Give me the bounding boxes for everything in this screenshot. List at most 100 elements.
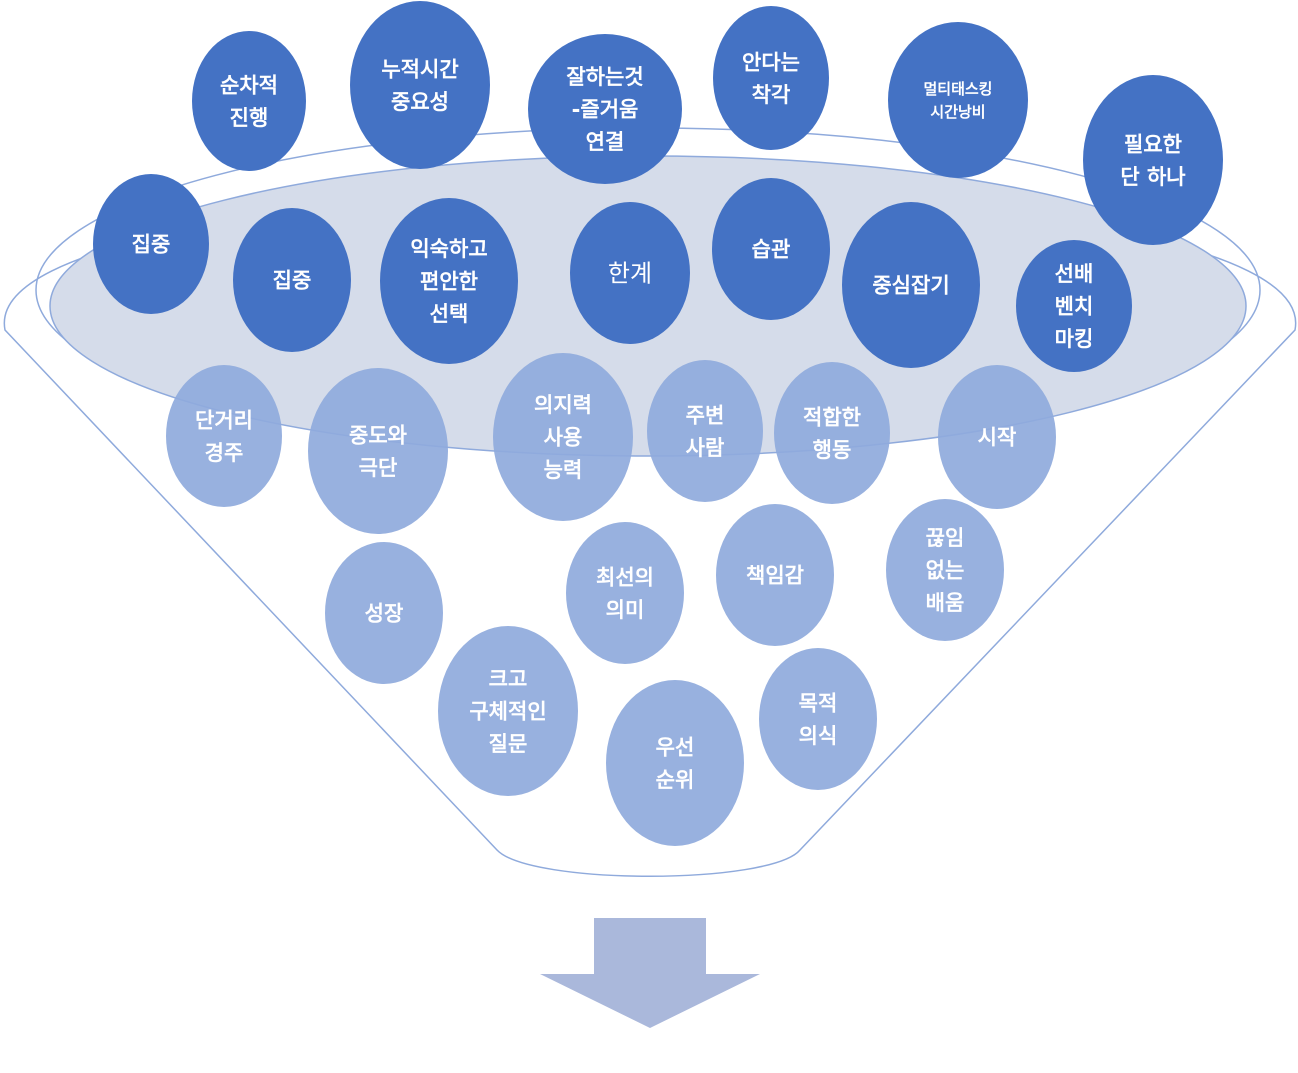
bubble-label: 없는 [926,559,965,583]
bubble-shape [1083,75,1223,245]
bubble-label: -즐거움 [572,98,639,122]
bubble-shape [325,542,443,684]
bubble-label: 진행 [230,106,269,130]
bubble-label: 마킹 [1055,327,1094,351]
concept-bubble-b22: 책임감 [716,504,834,646]
bubble-label: 우선 [656,735,695,759]
bubble-label: 중심잡기 [872,274,949,298]
bubble-label: 잘하는것 [566,65,643,89]
bubble-label: 끊임 [926,526,965,550]
bubble-label: 질문 [489,732,528,756]
bubble-shape [93,174,209,314]
bubble-label: 사람 [686,436,725,460]
down-arrow-icon [540,918,760,1028]
bubble-label: 책임감 [746,564,804,588]
bubble-label: 행동 [813,438,852,462]
bubble-label: 배움 [926,591,965,615]
concept-bubble-b20: 성장 [325,542,443,684]
bubble-label: 성장 [365,602,404,626]
bubble-label: 시작 [978,426,1017,450]
bubble-label: 단 하나 [1120,165,1186,189]
bubble-label: 연결 [586,130,625,154]
bubble-label: 집중 [132,233,171,257]
bubble-label: 경주 [205,441,244,465]
bubble-shape [647,360,763,502]
bubble-label: 사용 [544,426,583,450]
bubble-label: 선택 [430,302,469,326]
bubble-label: 순위 [656,768,695,792]
bubble-label: 의식 [799,724,838,748]
bubble-label: 구체적인 [469,700,546,724]
bubble-label: 익숙하고 [410,237,487,261]
bubble-shape [606,680,744,846]
bubble-label: 멀티태스킹 [923,80,992,98]
bubble-shape [938,365,1056,509]
bubble-shape [570,202,690,344]
bubble-shape [886,499,1004,641]
bubble-shape [493,353,633,521]
bubble-shape [308,368,448,534]
bubble-shape [192,31,306,171]
bubble-label: 집중 [273,269,312,293]
bubble-label: 극단 [359,456,398,480]
bubble-shape [842,202,980,368]
bubble-label: 크고 [489,667,528,691]
bubble-label: 최선의 [596,565,654,589]
bubble-label: 습관 [752,238,791,262]
bubble-shape [888,22,1028,178]
concept-bubble-b10: 한계 [570,202,690,344]
bubble-label: 주변 [686,403,725,427]
concept-bubble-b07: 집중 [93,174,209,314]
bubble-shape [233,208,351,352]
bubble-label: 목적 [799,691,838,715]
bubble-label: 편안한 [420,270,478,294]
concept-bubble-b11: 습관 [712,178,830,320]
bubble-shape [713,6,829,150]
bubble-shape [716,504,834,646]
bubble-shape [380,198,518,364]
bubble-label: 필요한 [1124,132,1182,156]
concept-bubble-b12: 중심잡기 [842,202,980,368]
bubble-shape [166,365,282,507]
bubble-label: 적합한 [803,405,861,429]
bubble-label: 벤치 [1055,295,1094,319]
bubble-label: 시간낭비 [930,103,985,121]
bubble-label: 착각 [752,83,791,107]
concept-bubble-b08: 집중 [233,208,351,352]
concept-bubble-b19: 시작 [938,365,1056,509]
bubble-shape [566,522,684,664]
bubble-label: 능력 [544,458,583,482]
bubble-shape [759,648,877,790]
bubble-label: 선배 [1055,262,1094,286]
bubble-label: 중도와 [349,423,408,447]
bubble-label: 중요성 [391,90,449,114]
bubble-shape [350,1,490,169]
bubble-label: 의지력 [534,393,592,417]
bubble-label: 순차적 [220,73,278,97]
bubble-label: 안다는 [742,50,800,74]
bubble-shape [438,626,578,796]
bubble-label: 단거리 [195,408,253,432]
bubble-shape [528,34,682,184]
bubble-shape [1016,240,1132,372]
